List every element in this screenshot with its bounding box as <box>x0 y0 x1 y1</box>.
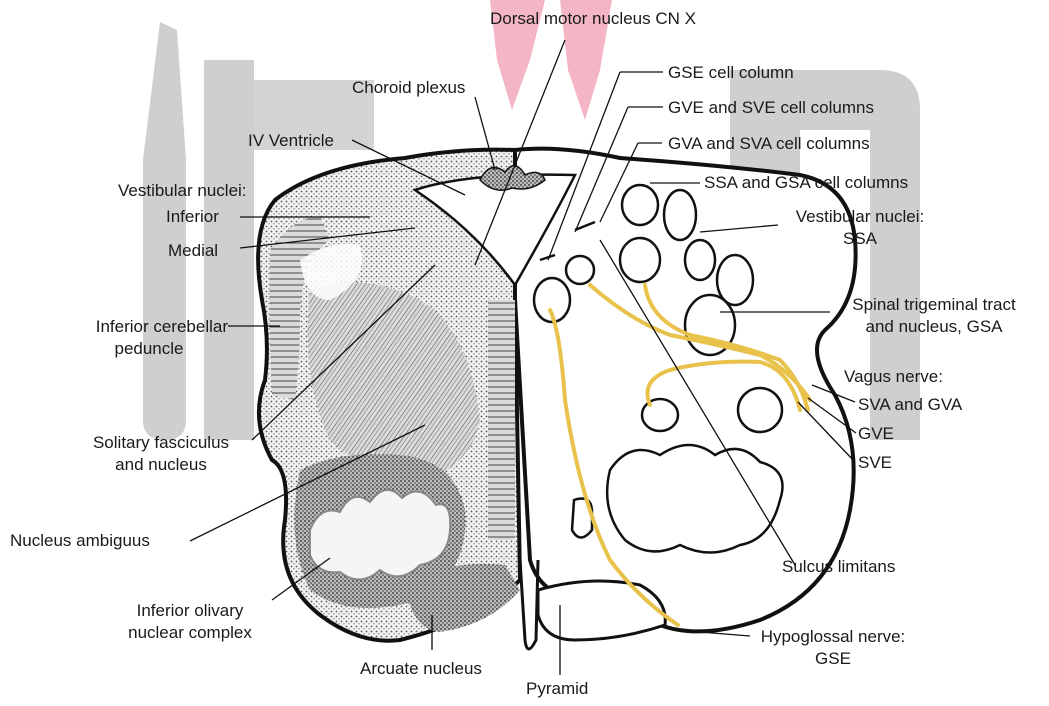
trigeminal-line2: and nucleus, GSA <box>836 316 1032 338</box>
label-arcuate-nucleus: Arcuate nucleus <box>360 658 482 680</box>
label-iv-ventricle: IV Ventricle <box>248 130 334 152</box>
label-vestibular-nuclei-ssa: Vestibular nuclei: SSA <box>780 206 940 250</box>
olivary-line1: Inferior olivary <box>110 600 270 622</box>
label-sulcus-limitans: Sulcus limitans <box>782 556 895 578</box>
label-vestibular-nuclei-left: Vestibular nuclei: <box>118 180 247 202</box>
label-inferior-cerebellar-peduncle: Inferior cerebellar peduncle <box>28 316 228 360</box>
vest-right-line2: SSA <box>780 228 940 250</box>
label-hypoglossal-nerve: Hypoglossal nerve: GSE <box>748 626 918 670</box>
label-gve-sve-columns: GVE and SVE cell columns <box>668 97 874 119</box>
label-sve: SVE <box>858 452 892 474</box>
label-gve: GVE <box>858 423 894 445</box>
label-dorsal-motor-nucleus: Dorsal motor nucleus CN X <box>490 8 696 30</box>
label-spinal-trigeminal: Spinal trigeminal tract and nucleus, GSA <box>836 294 1032 338</box>
label-sva-gva: SVA and GVA <box>858 394 962 416</box>
label-vagus-nerve: Vagus nerve: <box>844 366 943 388</box>
medulla-section <box>258 149 856 649</box>
label-medial: Medial <box>168 240 218 262</box>
icp-line2: peduncle <box>28 338 228 360</box>
hypoglossal-line2: GSE <box>748 648 918 670</box>
label-solitary-fasciculus: Solitary fasciculus and nucleus <box>76 432 246 476</box>
hypoglossal-line1: Hypoglossal nerve: <box>748 626 918 648</box>
vest-right-line1: Vestibular nuclei: <box>780 206 940 228</box>
olivary-line2: nuclear complex <box>110 622 270 644</box>
trigeminal-line1: Spinal trigeminal tract <box>836 294 1032 316</box>
label-gse-cell-column: GSE cell column <box>668 62 794 84</box>
label-inferior-olivary: Inferior olivary nuclear complex <box>110 600 270 644</box>
label-inferior: Inferior <box>166 206 219 228</box>
solitary-line2: and nucleus <box>76 454 246 476</box>
solitary-line1: Solitary fasciculus <box>76 432 246 454</box>
icp-line1: Inferior cerebellar <box>28 316 228 338</box>
label-nucleus-ambiguus: Nucleus ambiguus <box>10 530 150 552</box>
label-pyramid: Pyramid <box>526 678 588 700</box>
label-gva-sva-columns: GVA and SVA cell columns <box>668 133 870 155</box>
label-choroid-plexus: Choroid plexus <box>352 77 465 99</box>
label-ssa-gsa-columns: SSA and GSA cell columns <box>704 172 908 194</box>
